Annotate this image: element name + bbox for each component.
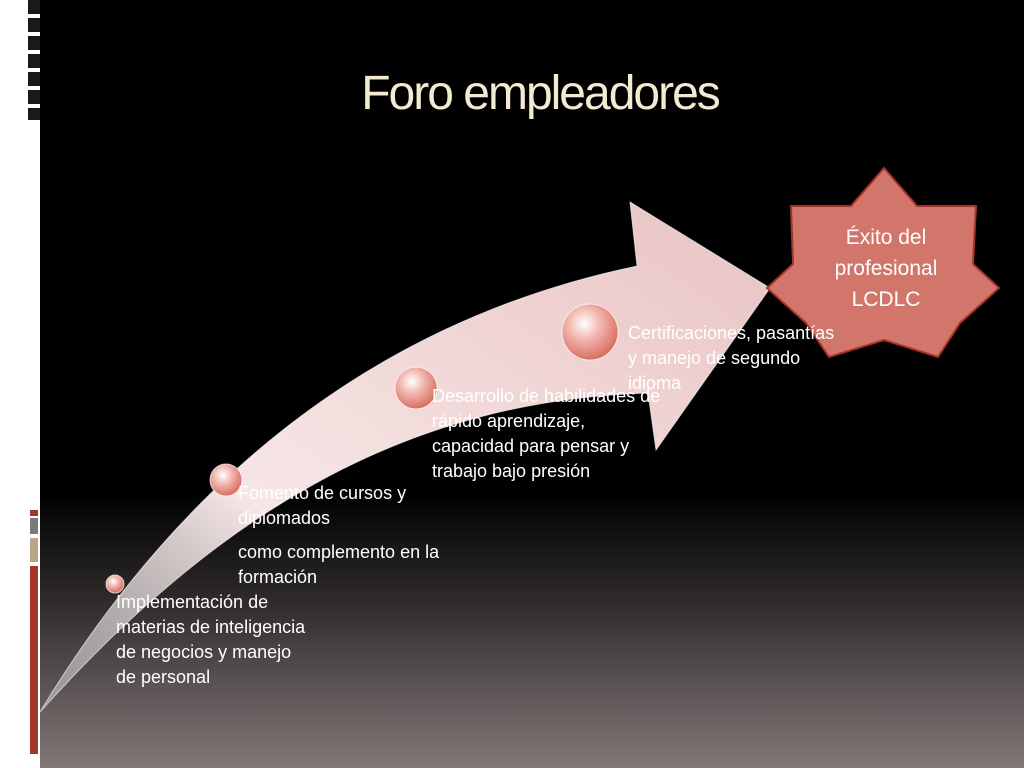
step-1-marker-icon bbox=[105, 574, 125, 594]
left-decorative-panel bbox=[0, 0, 40, 768]
goal-label-line-1: Éxito del bbox=[845, 226, 927, 249]
decorative-red-bar bbox=[30, 566, 38, 754]
step-2-text: Fomento de cursos y diplomados bbox=[238, 483, 407, 528]
step-3-text: Desarrollo de habilidades de rápido apre… bbox=[432, 386, 661, 481]
decorative-gray-block bbox=[30, 518, 38, 534]
goal-label: Éxito del profesional LCDLC bbox=[806, 222, 966, 315]
slide-title: Foro empleadores bbox=[361, 67, 721, 120]
decorative-red-block bbox=[30, 510, 38, 516]
goal-label-line-3: LCDLC bbox=[851, 288, 921, 311]
step-2-extra-text: como complemento en la formación bbox=[238, 542, 440, 587]
decorative-stripe-pattern bbox=[28, 0, 40, 120]
goal-star-shape bbox=[765, 166, 1001, 359]
step-2-marker-icon bbox=[209, 463, 243, 497]
goal-label-line-2: profesional bbox=[834, 257, 938, 280]
decorative-tan-block bbox=[30, 538, 38, 562]
step-1-text: Implementación de materias de inteligenc… bbox=[116, 592, 306, 687]
step-3-marker-icon bbox=[394, 366, 438, 410]
step-4-marker-icon bbox=[561, 303, 619, 361]
step-4-text: Certificaciones, pasantías y manejo de s… bbox=[628, 323, 835, 393]
